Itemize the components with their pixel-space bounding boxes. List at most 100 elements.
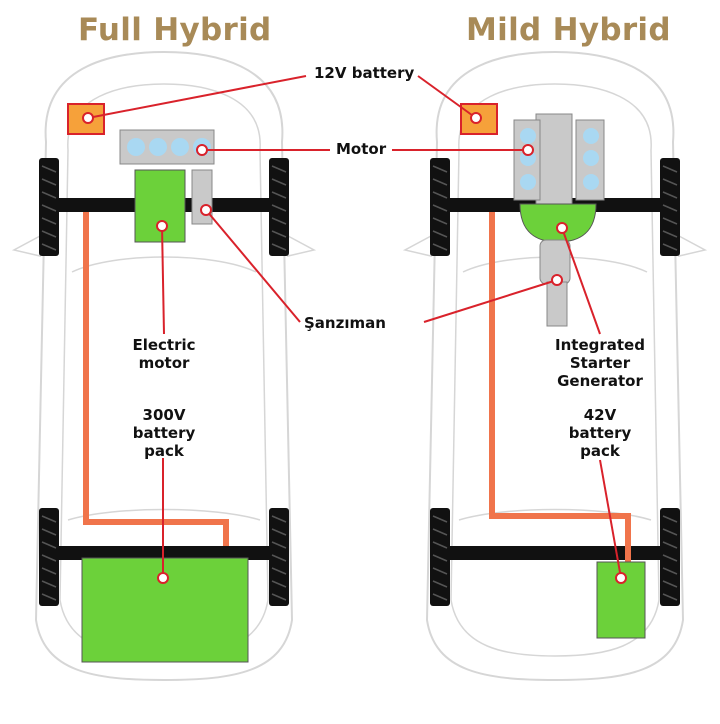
full-tire-tread-1-6 [41, 230, 57, 238]
mild-tire-tread-2-6 [662, 230, 678, 238]
mild-car-body [425, 50, 685, 682]
leader-anchor-dot-5 [200, 204, 212, 216]
full-tire-tread-2-5 [271, 217, 287, 225]
title-mild-hybrid: Mild Hybrid [466, 12, 671, 48]
mild-tire-tread-4-7 [662, 593, 678, 601]
full-tire-tread-4-3 [271, 541, 287, 549]
leader-42v [599, 459, 622, 579]
label-42v-line-2: battery [568, 424, 632, 442]
mild-tire-tread-3-6 [432, 580, 448, 588]
mild-left-mirror [402, 234, 432, 257]
label-300v-line-2: battery [132, 424, 196, 442]
mild-driveshaft [546, 281, 568, 327]
label-isg-line-3: Generator [557, 372, 643, 390]
leader-12v-mild [417, 75, 477, 119]
mild-tire-3 [430, 508, 450, 606]
leader-anchor-dot-8 [157, 572, 169, 584]
mild-tire-tread-4-3 [662, 541, 678, 549]
mild-integrated-starter-generator [519, 203, 597, 243]
full-tire-2 [269, 158, 289, 256]
mild-tire-tread-1-3 [432, 191, 448, 199]
mild-tire-2 [660, 158, 680, 256]
mild-tire-tread-4-5 [662, 567, 678, 575]
label-motor: Motor [336, 140, 387, 158]
full-cylinder-2 [149, 138, 167, 156]
full-wheel-4 [269, 508, 289, 606]
title-full-hybrid: Full Hybrid [78, 12, 272, 48]
mild-tire-tread-1-7 [432, 243, 448, 251]
mild-right-mirror [678, 234, 708, 257]
mild-cylinder-right-1 [583, 128, 599, 144]
leader-isg [561, 227, 601, 335]
full-tire-tread-4-6 [271, 580, 287, 588]
mild-rear-axle [440, 546, 670, 560]
full-tire-tread-2-1 [271, 165, 287, 173]
full-tire-1 [39, 158, 59, 256]
full-tire-4 [269, 508, 289, 606]
mild-cylinder-left-1 [520, 128, 536, 144]
mild-wheel-4 [660, 508, 680, 606]
leader-electric-motor [161, 225, 165, 335]
mild-tire-tread-4-1 [662, 515, 678, 523]
leader-anchor-dot-10 [615, 572, 627, 584]
full-tire-tread-3-3 [41, 541, 57, 549]
full-cylinder-1 [127, 138, 145, 156]
label-electric-motor-line-2: motor [138, 354, 190, 372]
label-42v-battery-pack: 42V battery pack [560, 406, 640, 460]
full-tire-tread-4-2 [271, 528, 287, 536]
mild-car-inner-line [450, 83, 660, 657]
mild-cylinder-right-2 [583, 150, 599, 166]
leader-anchor-dot-6 [551, 274, 563, 286]
mild-tire-tread-3-3 [432, 541, 448, 549]
full-tire-tread-1-5 [41, 217, 57, 225]
leader-anchor-dot-4 [522, 144, 534, 156]
full-tire-tread-3-6 [41, 580, 57, 588]
full-tire-tread-2-3 [271, 191, 287, 199]
full-right-mirror [287, 234, 317, 257]
full-tire-tread-1-1 [41, 165, 57, 173]
full-tire-tread-3-2 [41, 528, 57, 536]
full-cylinder-3 [171, 138, 189, 156]
label-42v-line-1: 42V [583, 406, 617, 424]
full-tire-3 [39, 508, 59, 606]
mild-hv-cable [489, 212, 631, 562]
full-tire-tread-4-4 [271, 554, 287, 562]
mild-tire-tread-1-5 [432, 217, 448, 225]
leader-anchor-dot-9 [556, 222, 568, 234]
full-car-body [34, 50, 294, 682]
label-42v-line-3: pack [580, 442, 620, 460]
full-tire-tread-3-5 [41, 567, 57, 575]
mild-tire-tread-3-5 [432, 567, 448, 575]
mild-tire-tread-1-4 [432, 204, 448, 212]
mild-tire-tread-2-3 [662, 191, 678, 199]
full-tire-tread-4-1 [271, 515, 287, 523]
label-isg-line-1: Integrated [555, 336, 645, 354]
mild-tire-tread-3-4 [432, 554, 448, 562]
mild-cylinder-left-3 [520, 174, 536, 190]
mild-tire-tread-4-2 [662, 528, 678, 536]
leader-anchor-dot-2 [470, 112, 482, 124]
full-tire-tread-2-2 [271, 178, 287, 186]
full-tire-tread-3-4 [41, 554, 57, 562]
car-outlines [11, 50, 708, 682]
mild-tire-tread-1-6 [432, 230, 448, 238]
mild-tire-tread-3-1 [432, 515, 448, 523]
full-tire-tread-1-3 [41, 191, 57, 199]
full-tire-tread-3-7 [41, 593, 57, 601]
full-transmission [191, 169, 213, 225]
leader-lines [82, 75, 627, 584]
mild-engine-core [535, 113, 573, 207]
mild-wheel-2 [660, 158, 680, 256]
mild-tire-tread-2-7 [662, 243, 678, 251]
full-left-mirror [11, 234, 41, 257]
mild-tire-tread-3-2 [432, 528, 448, 536]
full-wheel-2 [269, 158, 289, 256]
leader-anchor-dot-3 [196, 144, 208, 156]
mild-rear-window-line [458, 508, 652, 521]
label-isg-line-2: Starter [569, 354, 631, 372]
leader-anchor-dot-7 [156, 220, 168, 232]
label-300v-line-1: 300V [142, 406, 186, 424]
label-300v-battery-pack: 300V battery pack [124, 406, 204, 460]
